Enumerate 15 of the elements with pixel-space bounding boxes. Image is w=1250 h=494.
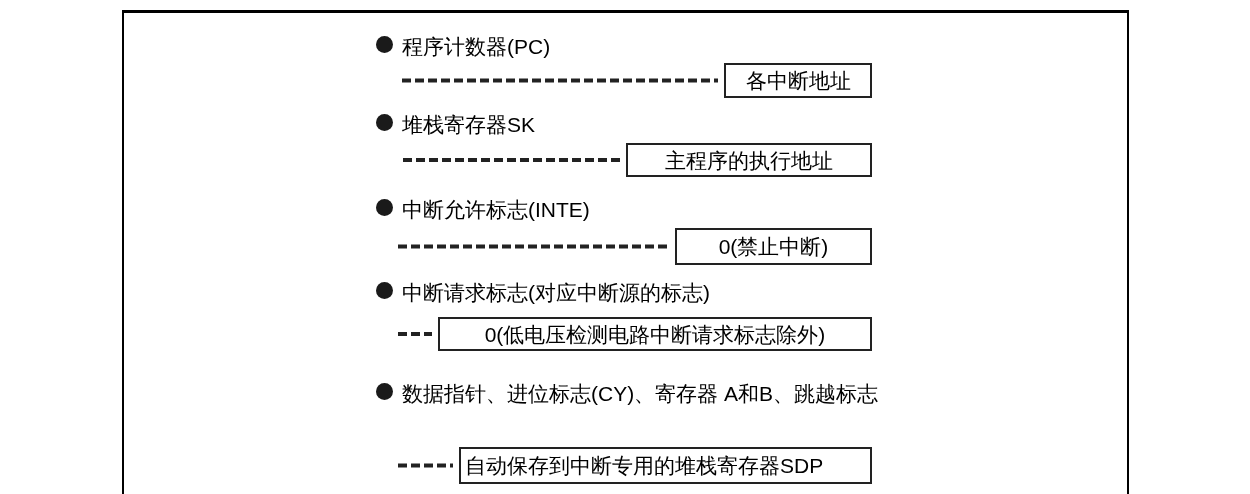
item-heading: 程序计数器(PC) [402,34,551,60]
dashed-leader-line [403,158,620,162]
value-box: 各中断地址 [724,63,872,98]
value-box: 0(禁止中断) [675,228,872,265]
value-box: 主程序的执行地址 [626,143,872,177]
dashed-leader-line [398,332,432,336]
dashed-leader-line [398,463,453,468]
item-heading: 中断允许标志(INTE) [402,197,590,223]
value-box: 0(低电压检测电路中断请求标志除外) [438,317,872,351]
item-heading: 中断请求标志(对应中断源的标志) [402,280,710,306]
item-heading: 数据指针、进位标志(CY)、寄存器 A和B、跳越标志 [402,381,878,407]
item-heading: 堆栈寄存器SK [402,112,535,138]
dashed-leader-line [402,78,718,83]
dashed-leader-line [398,244,669,249]
value-box: 自动保存到中断专用的堆栈寄存器SDP [459,447,872,484]
